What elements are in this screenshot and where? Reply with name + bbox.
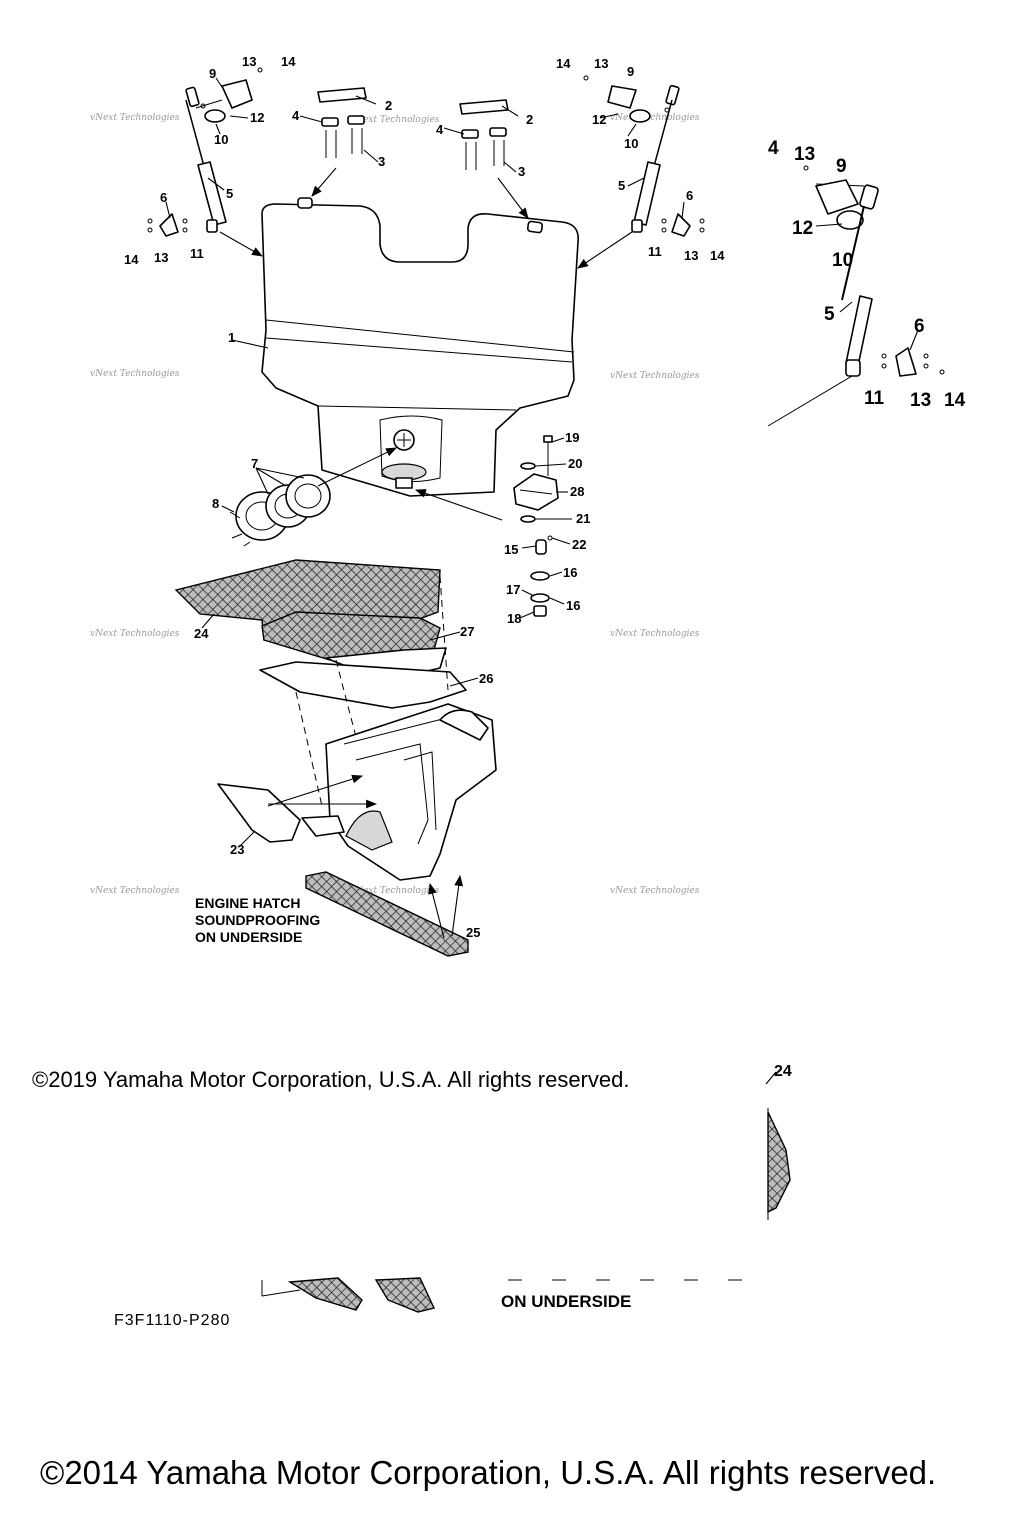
callout-15: 15 (504, 542, 518, 557)
callout-23: 23 (230, 842, 244, 857)
diagram-code: F3F1110-P280 (114, 1312, 230, 1329)
soundproofing-note: ENGINE HATCH SOUNDPROOFING ON UNDERSIDE (195, 895, 320, 945)
detail-callout-10: 10 (832, 250, 853, 271)
note-line-2: SOUNDPROOFING (195, 912, 320, 928)
note-line-3: ON UNDERSIDE (195, 929, 302, 945)
watermark: vNext Technologies (90, 629, 180, 639)
callout-10: 10 (214, 132, 228, 147)
callout-12: 12 (592, 112, 606, 127)
callout-28: 28 (570, 484, 584, 499)
engine-hatch (261, 197, 579, 497)
copyright-2019: ©2019 Yamaha Motor Corporation, U.S.A. A… (32, 1067, 629, 1092)
callout-numbers: 9 13 14 12 10 5 6 14 13 11 4 2 3 4 2 3 1… (124, 54, 725, 940)
detail-callout-11: 11 (864, 388, 885, 409)
callout-5: 5 (618, 178, 625, 193)
callout-27: 27 (460, 624, 474, 639)
callout-4: 4 (292, 108, 300, 123)
note-line-1: ENGINE HATCH (195, 895, 301, 911)
callout-16: 16 (566, 598, 580, 613)
detail-callout-13: 13 (794, 144, 815, 165)
callout-14: 14 (556, 56, 571, 71)
callout-1: 1 (228, 330, 235, 345)
callout-9: 9 (627, 64, 634, 79)
callout-14: 14 (710, 248, 725, 263)
watermark: vNext Technologies (350, 115, 440, 125)
watermark: vNext Technologies (610, 629, 700, 639)
callout-2: 2 (385, 98, 392, 113)
callout-24: 24 (194, 626, 209, 641)
callout-26: 26 (479, 671, 493, 686)
callout-3: 3 (378, 154, 385, 169)
callout-13: 13 (594, 56, 608, 71)
watermark: vNext Technologies (90, 886, 180, 896)
callout-14: 14 (124, 252, 139, 267)
detail-callout-6: 6 (914, 316, 925, 337)
watermark: vNext Technologies (350, 886, 440, 896)
callout-18: 18 (507, 611, 521, 626)
callout-16: 16 (563, 565, 577, 580)
watermark: vNext Technologies (610, 113, 700, 123)
vent-grille-assembly (229, 447, 397, 547)
callout-6: 6 (686, 188, 693, 203)
callout-17: 17 (506, 582, 520, 597)
callout-20: 20 (568, 456, 582, 471)
callout-19: 19 (565, 430, 579, 445)
callout-11: 11 (190, 246, 204, 261)
callout-6: 6 (160, 190, 167, 205)
copyright-2014: ©2014 Yamaha Motor Corporation, U.S.A. A… (40, 1454, 936, 1491)
bottom-soundproofing-strip (305, 871, 469, 957)
callout-13: 13 (154, 250, 168, 265)
detail-callout-13: 13 (910, 390, 931, 411)
side-soundproofing-panel (217, 774, 378, 843)
watermark: vNext Technologies (610, 371, 700, 381)
detail-callout-9: 9 (836, 156, 847, 177)
watermark: vNext Technologies (90, 113, 180, 123)
callout-leaders (165, 77, 685, 847)
callout-21: 21 (576, 511, 590, 526)
left-hinge-assembly (311, 87, 367, 197)
watermark: vNext Technologies (90, 369, 180, 379)
callout-13: 13 (684, 248, 698, 263)
left-gas-strut-assembly (147, 67, 263, 257)
callout-12: 12 (250, 110, 264, 125)
hatch-liner (301, 703, 497, 881)
detail-callout-24: 24 (774, 1063, 792, 1080)
right-hinge-assembly (459, 99, 529, 219)
detail-note: ON UNDERSIDE (501, 1292, 631, 1311)
callout-13: 13 (242, 54, 256, 69)
detail-callout-12: 12 (792, 218, 813, 239)
detail-callout-5: 5 (824, 304, 835, 325)
detail-callout-4: 4 (768, 138, 779, 159)
callout-5: 5 (226, 186, 233, 201)
watermark: vNext Technologies (610, 886, 700, 896)
callout-10: 10 (624, 136, 638, 151)
strut-detail-view: 4 13 9 12 10 5 6 11 13 14 (767, 138, 966, 427)
callout-25: 25 (466, 925, 480, 940)
detail-callout-14: 14 (944, 390, 966, 411)
mat-detail-fragment: 24 ON UNDERSIDE F3F1110-P280 (114, 1063, 792, 1329)
mount-bracket-hardware (414, 435, 559, 617)
callout-9: 9 (209, 66, 216, 81)
callout-4: 4 (436, 122, 444, 137)
callout-11: 11 (648, 244, 662, 259)
callout-7: 7 (251, 456, 258, 471)
callout-8: 8 (212, 496, 219, 511)
soundproofing-mats (174, 559, 467, 807)
callout-14: 14 (281, 54, 296, 69)
callout-22: 22 (572, 537, 586, 552)
callout-2: 2 (526, 112, 533, 127)
right-gas-strut-assembly (577, 75, 705, 269)
callout-3: 3 (518, 164, 525, 179)
